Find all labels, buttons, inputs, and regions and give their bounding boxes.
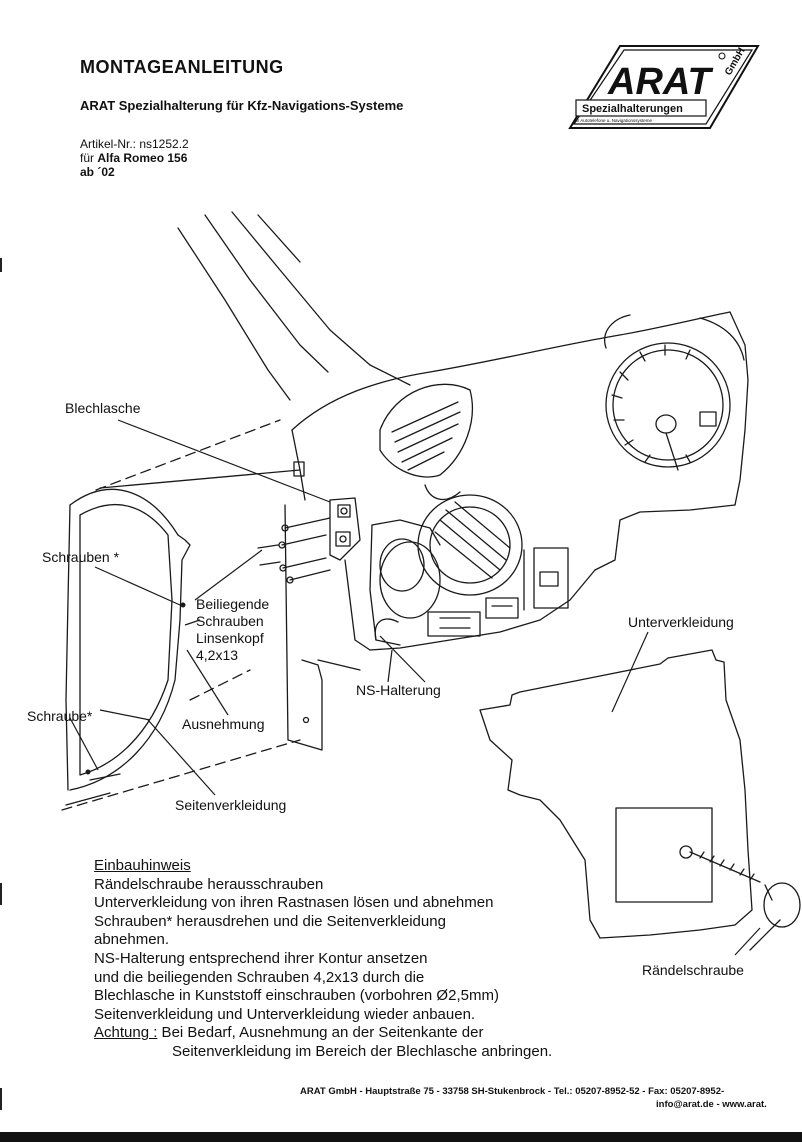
label-seitenverkleidung: Seitenverkleidung xyxy=(175,797,287,813)
label-beiliegende-line3: Linsenkopf xyxy=(196,630,264,646)
logo-tagline: Spezialhalterungen xyxy=(582,103,683,115)
instruction-line: Seitenverkleidung und Unterverkleidung w… xyxy=(94,1005,476,1023)
instructions-heading: Einbauhinweis xyxy=(94,857,191,874)
attention-line: Achtung : Bei Bedarf, Ausnehmung an der … xyxy=(94,1024,614,1043)
document-subtitle: ARAT Spezialhalterung für Kfz-Navigation… xyxy=(80,98,404,113)
label-beiliegende-line4: 4,2x13 xyxy=(196,647,239,663)
instruction-line: abnehmen. xyxy=(94,931,170,949)
footer-address: ARAT GmbH - Hauptstraße 75 - 33758 SH-St… xyxy=(300,1086,725,1097)
instruction-line: und die beiliegenden Schrauben 4,2x13 du… xyxy=(94,968,425,986)
label-beiliegende-line1: Beiliegende xyxy=(196,596,270,612)
attention-line-2: Seitenverkleidung im Bereich der Blechla… xyxy=(172,1042,553,1060)
label-beiliegende-line2: Schrauben xyxy=(196,613,264,629)
label-schraube-star: Schraube* xyxy=(27,708,93,724)
label-ns-halterung: NS-Halterung xyxy=(356,682,441,698)
vehicle-name: Alfa Romeo 156 xyxy=(97,151,188,165)
article-info: Artikel-Nr.: ns1252.2 für Alfa Romeo 156… xyxy=(80,137,189,179)
instruction-line: NS-Halterung entsprechend ihrer Kontur a… xyxy=(94,949,428,967)
logo-subline: für Autotelefone u. Navigationssysteme xyxy=(574,118,653,123)
instruction-line: Schrauben* herausdrehen und die Seitenve… xyxy=(94,912,446,930)
document-title: MONTAGEANLEITUNG xyxy=(80,57,284,77)
scan-mark xyxy=(0,1088,2,1110)
instruction-line: Blechlasche in Kunststoff einschrauben (… xyxy=(94,987,499,1005)
scan-mark xyxy=(0,258,2,272)
label-raendelschraube: Rändelschraube xyxy=(642,962,744,978)
scan-mark xyxy=(0,883,2,905)
footer-contact: info@arat.de - www.arat. xyxy=(656,1099,767,1110)
article-number: Artikel-Nr.: ns1252.2 xyxy=(80,137,189,151)
attention-text: Bei Bedarf, Ausnehmung an der Seitenkant… xyxy=(157,1024,484,1042)
arat-logo: ARAT GmbH Spezialhalterungen für Autotel… xyxy=(568,45,760,129)
label-blechlasche: Blechlasche xyxy=(65,400,141,416)
instruction-line: Unterverkleidung von ihren Rastnasen lös… xyxy=(94,894,494,912)
logo-brand: ARAT xyxy=(607,61,714,103)
label-schrauben-star: Schrauben * xyxy=(42,549,120,565)
installation-instructions: Einbauhinweis Rändelschraube herausschra… xyxy=(94,857,614,1062)
attention-label: Achtung : xyxy=(94,1024,158,1042)
bottom-scan-bar xyxy=(0,1132,802,1142)
instruction-line: Rändelschraube herausschrauben xyxy=(94,875,324,893)
label-beiliegende-schrauben: Beiliegende Schrauben Linsenkopf 4,2x13 xyxy=(196,596,269,664)
vehicle-line: für Alfa Romeo 156 xyxy=(80,151,189,165)
label-ausnehmung: Ausnehmung xyxy=(182,716,265,732)
label-unterverkleidung: Unterverkleidung xyxy=(628,614,734,630)
vehicle-prefix: für xyxy=(80,151,98,165)
vehicle-year: ab ´02 xyxy=(80,165,115,179)
